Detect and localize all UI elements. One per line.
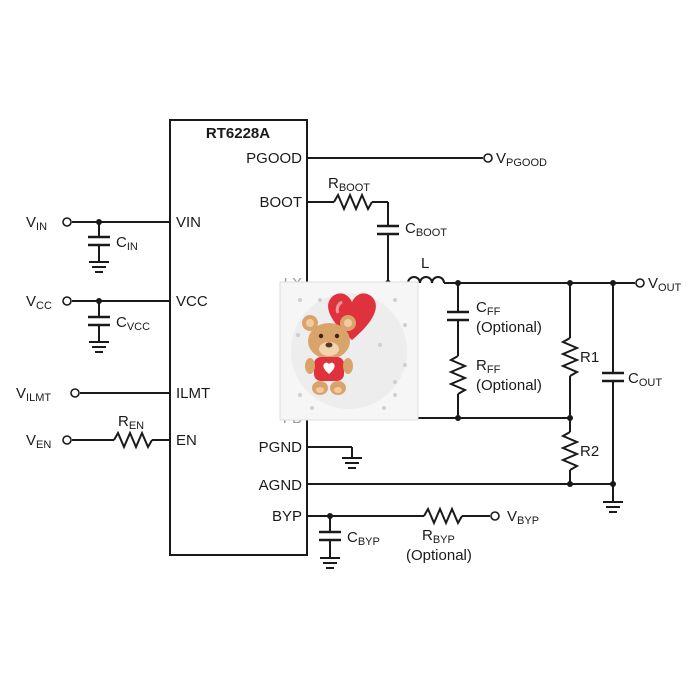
pin-byp-label: BYP <box>272 508 302 525</box>
boot-network <box>307 192 399 286</box>
vout-terminal <box>635 278 645 288</box>
r1-label: R1 <box>580 349 599 366</box>
vout-label: VOUT <box>648 275 682 294</box>
teddy-bear-sticker-icon <box>279 281 419 421</box>
cin-label: CIN <box>116 234 138 253</box>
ven-terminal <box>62 435 72 445</box>
r2-label: R2 <box>580 443 599 460</box>
vin-net <box>72 219 170 273</box>
inductor-label: L <box>421 255 429 272</box>
vcc-label: VCC <box>26 293 52 312</box>
rbyp-note: (Optional) <box>406 547 472 564</box>
vcc-terminal <box>62 296 72 306</box>
rboot-label: RBOOT <box>328 175 370 194</box>
cout-label: COUT <box>628 370 662 389</box>
vpgood-label: VPGOOD <box>496 150 547 169</box>
divider-network <box>560 283 580 487</box>
vilmt-label: VILMT <box>16 385 51 404</box>
vin-label: VIN <box>26 214 47 233</box>
ven-label: VEN <box>26 432 51 451</box>
rff-label: RFF <box>476 357 501 376</box>
pin-ilmt-label: ILMT <box>176 385 210 402</box>
pin-boot-label: BOOT <box>259 194 302 211</box>
ren-label: REN <box>118 413 144 432</box>
cout-network <box>602 283 624 513</box>
feedforward-branch <box>447 283 469 418</box>
cff-label: CFF <box>476 299 501 318</box>
vcc-net <box>72 298 170 353</box>
pin-pgnd-label: PGND <box>259 439 303 456</box>
vilmt-terminal <box>70 388 80 398</box>
rff-note: (Optional) <box>476 377 542 394</box>
byp-network <box>307 506 490 569</box>
vin-terminal <box>62 217 72 227</box>
pin-vcc-label: VCC <box>176 293 208 310</box>
pgnd-ground <box>307 446 362 469</box>
vbyp-label: VBYP <box>507 508 539 527</box>
vbyp-terminal <box>490 511 500 521</box>
ven-net <box>72 430 170 450</box>
pin-vin-label: VIN <box>176 214 201 231</box>
pin-pgood-label: PGOOD <box>246 150 302 167</box>
ic-name: RT6228A <box>206 125 270 142</box>
cbyp-label: CBYP <box>347 529 380 548</box>
cboot-label: CBOOT <box>405 220 447 239</box>
rbyp-label: RBYP <box>422 527 455 546</box>
pin-en-label: EN <box>176 432 197 449</box>
vpgood-terminal <box>483 153 493 163</box>
pin-agnd-label: AGND <box>259 477 303 494</box>
cff-note: (Optional) <box>476 319 542 336</box>
cvcc-label: CVCC <box>116 314 150 333</box>
